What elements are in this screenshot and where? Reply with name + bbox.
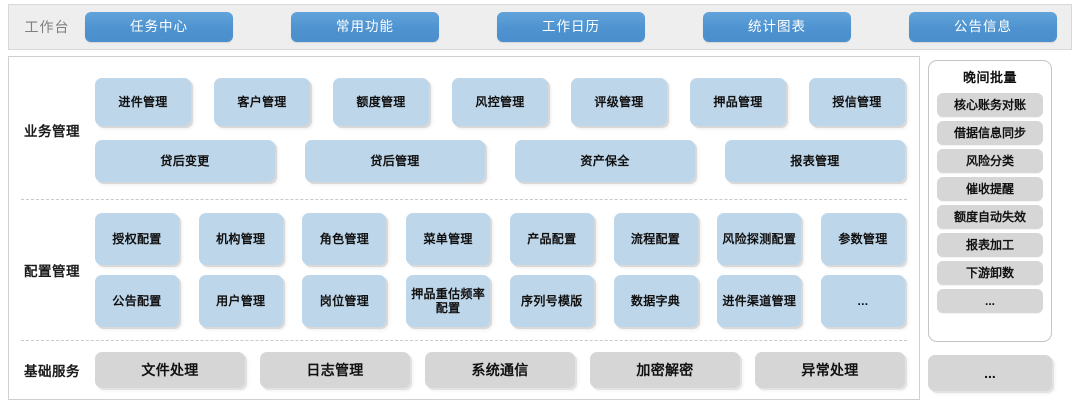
batch-item-credit-limit-auto-expiry[interactable]: 额度自动失效 — [937, 205, 1043, 229]
config-management-rows: 授权配置 机构管理 角色管理 菜单管理 产品配置 流程配置 风险探测配置 参数管… — [95, 213, 919, 327]
tile-exception-handling[interactable]: 异常处理 — [755, 352, 905, 388]
tile-collateral-management[interactable]: 押品管理 — [690, 78, 786, 126]
tile-parameter-management[interactable]: 参数管理 — [820, 213, 905, 265]
tile-menu-management[interactable]: 菜单管理 — [406, 213, 491, 265]
batch-item-risk-classification[interactable]: 风险分类 — [937, 149, 1043, 173]
tile-serial-number-template[interactable]: 序列号模版 — [509, 275, 594, 327]
batch-item-downstream-data-unload[interactable]: 下游卸数 — [937, 261, 1043, 285]
tile-data-dictionary[interactable]: 数据字典 — [613, 275, 698, 327]
module-map-panel: 业务管理 进件管理 客户管理 额度管理 风控管理 评级管理 押品管理 授信管理 … — [8, 56, 920, 400]
business-row-2: 贷后变更 贷后管理 资产保全 报表管理 — [95, 140, 905, 182]
tile-config-more[interactable]: ... — [820, 275, 905, 327]
business-management-rows: 进件管理 客户管理 额度管理 风控管理 评级管理 押品管理 授信管理 贷后变更 … — [95, 78, 919, 182]
batch-item-more[interactable]: ... — [937, 289, 1043, 313]
tile-application-management[interactable]: 进件管理 — [95, 78, 191, 126]
divider-business-config — [21, 199, 907, 200]
batch-item-collection-reminder[interactable]: 催收提醒 — [937, 177, 1043, 201]
tab-statistics-charts[interactable]: 统计图表 — [703, 12, 851, 42]
tile-application-channel-management[interactable]: 进件渠道管理 — [717, 275, 802, 327]
section-business-management: 业务管理 进件管理 客户管理 额度管理 风控管理 评级管理 押品管理 授信管理 … — [9, 57, 919, 199]
batch-item-loan-receipt-sync[interactable]: 借据信息同步 — [937, 121, 1043, 145]
tab-common-functions[interactable]: 常用功能 — [291, 12, 439, 42]
tile-organization-management[interactable]: 机构管理 — [198, 213, 283, 265]
config-row-2: 公告配置 用户管理 岗位管理 押品重估频率配置 序列号模版 数据字典 进件渠道管… — [95, 275, 905, 327]
tile-process-config[interactable]: 流程配置 — [613, 213, 698, 265]
tile-role-management[interactable]: 角色管理 — [302, 213, 387, 265]
section-basic-services: 基础服务 文件处理 日志管理 系统通信 加密解密 异常处理 — [9, 341, 919, 399]
tile-log-management[interactable]: 日志管理 — [260, 352, 410, 388]
batch-item-core-accounting-reconciliation[interactable]: 核心账务对账 — [937, 93, 1043, 117]
tile-user-management[interactable]: 用户管理 — [198, 275, 283, 327]
tile-file-processing[interactable]: 文件处理 — [95, 352, 245, 388]
tile-risk-control-management[interactable]: 风控管理 — [452, 78, 548, 126]
tile-asset-preservation[interactable]: 资产保全 — [515, 140, 695, 182]
tile-system-communication[interactable]: 系统通信 — [425, 352, 575, 388]
divider-config-basic — [21, 340, 907, 341]
tile-collateral-revaluation-frequency-config[interactable]: 押品重估频率配置 — [406, 275, 491, 327]
tile-post-loan-change[interactable]: 贷后变更 — [95, 140, 275, 182]
tile-credit-limit-management[interactable]: 额度管理 — [333, 78, 429, 126]
section-label-config-management: 配置管理 — [24, 264, 80, 279]
tile-batch-panel-more[interactable]: ... — [928, 355, 1052, 391]
tile-product-config[interactable]: 产品配置 — [509, 213, 594, 265]
header-tab-list: 任务中心 常用功能 工作日历 统计图表 公告信息 — [85, 12, 1071, 42]
tab-work-calendar[interactable]: 工作日历 — [497, 12, 645, 42]
nightly-batch-title: 晚间批量 — [962, 70, 1017, 85]
business-row-1: 进件管理 客户管理 额度管理 风控管理 评级管理 押品管理 授信管理 — [95, 78, 905, 126]
tile-encryption-decryption[interactable]: 加密解密 — [590, 352, 740, 388]
tile-rating-management[interactable]: 评级管理 — [571, 78, 667, 126]
tile-report-management[interactable]: 报表管理 — [725, 140, 905, 182]
workbench-header-bar: 工作台 任务中心 常用功能 工作日历 统计图表 公告信息 — [8, 4, 1072, 50]
basic-services-row-1: 文件处理 日志管理 系统通信 加密解密 异常处理 — [95, 352, 905, 388]
tile-position-management[interactable]: 岗位管理 — [302, 275, 387, 327]
section-label-basic-services: 基础服务 — [24, 364, 80, 379]
tile-authorization-config[interactable]: 授权配置 — [95, 213, 179, 265]
batch-item-report-processing[interactable]: 报表加工 — [937, 233, 1043, 257]
config-row-1: 授权配置 机构管理 角色管理 菜单管理 产品配置 流程配置 风险探测配置 参数管… — [95, 213, 905, 265]
basic-services-rows: 文件处理 日志管理 系统通信 加密解密 异常处理 — [95, 352, 919, 388]
tab-announcements[interactable]: 公告信息 — [909, 12, 1057, 42]
workbench-label: 工作台 — [24, 19, 70, 35]
nightly-batch-panel: 晚间批量 核心账务对账 借据信息同步 风险分类 催收提醒 额度自动失效 报表加工… — [928, 60, 1052, 342]
tile-post-loan-management[interactable]: 贷后管理 — [305, 140, 485, 182]
tile-credit-granting-management[interactable]: 授信管理 — [809, 78, 905, 126]
tile-customer-management[interactable]: 客户管理 — [214, 78, 310, 126]
tab-task-center[interactable]: 任务中心 — [85, 12, 233, 42]
section-config-management: 配置管理 授权配置 机构管理 角色管理 菜单管理 产品配置 流程配置 风险探测配… — [9, 200, 919, 340]
section-label-business-management: 业务管理 — [24, 124, 80, 139]
tile-announcement-config[interactable]: 公告配置 — [95, 275, 179, 327]
tile-risk-detection-config[interactable]: 风险探测配置 — [717, 213, 802, 265]
